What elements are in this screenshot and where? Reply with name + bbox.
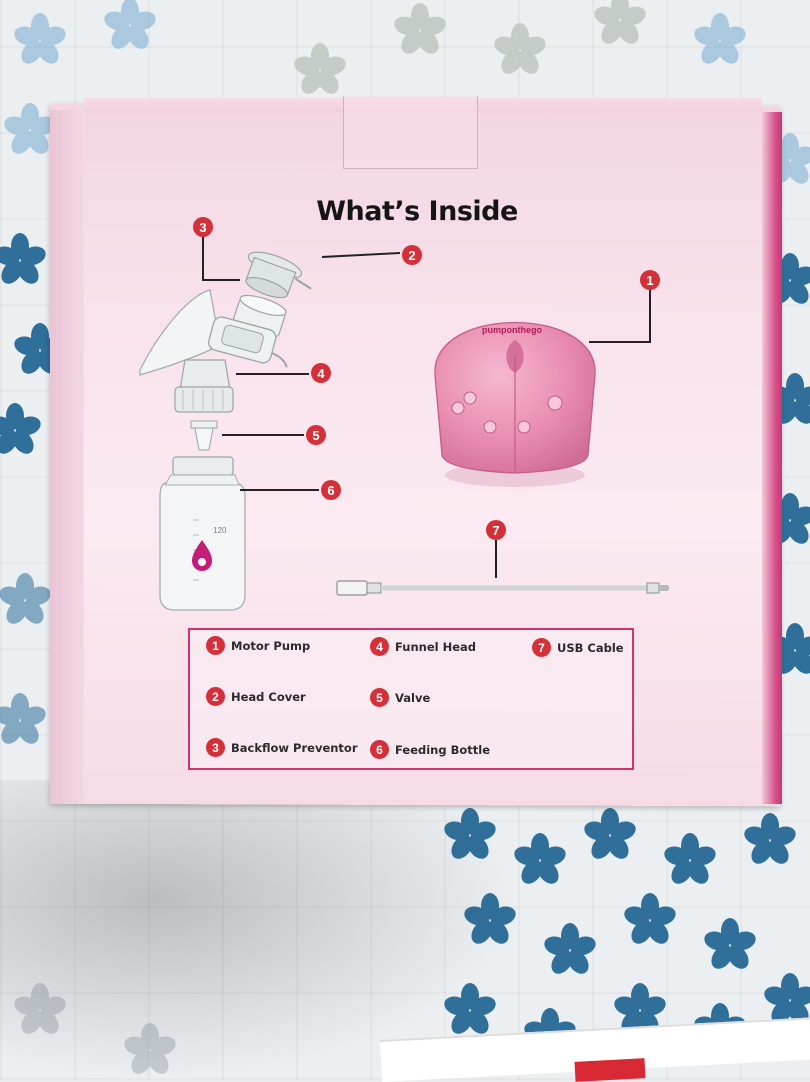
legend-item-valve: 5 Valve [370, 688, 430, 707]
legend-label: USB Cable [557, 640, 624, 655]
callout-6: 6 [321, 480, 341, 500]
legend-number: 1 [206, 636, 225, 655]
legend-label: Funnel Head [395, 639, 477, 654]
callout-5: 5 [306, 425, 326, 445]
pump-assembly-illustration: 120 [139, 251, 312, 611]
motor-pump-illustration: pumponthego [434, 321, 596, 487]
leader-7 [495, 540, 497, 578]
pump-brand-label: pumponthego [482, 325, 542, 335]
leader-3 [202, 237, 204, 279]
box-title: What’s Inside [316, 196, 518, 227]
callout-7: 7 [486, 520, 506, 540]
callout-1: 1 [640, 270, 660, 290]
callout-4: 4 [311, 363, 331, 383]
legend-number: 5 [370, 688, 389, 707]
legend-item-usb-cable: 7 USB Cable [532, 638, 624, 657]
leader-5 [222, 434, 304, 436]
usb-cable-illustration [336, 580, 669, 596]
leader-6 [240, 489, 319, 491]
legend-number: 3 [206, 738, 225, 757]
legend-number: 2 [206, 687, 225, 706]
leader-3b [202, 279, 240, 281]
legend-label: Backflow Preventor [231, 740, 358, 755]
legend-number: 4 [370, 637, 389, 656]
leader-4 [236, 373, 309, 375]
callout-3: 3 [193, 217, 213, 237]
legend-label: Feeding Bottle [395, 742, 490, 757]
legend-number: 6 [370, 740, 389, 759]
legend-label: Motor Pump [231, 638, 311, 653]
legend-item-head-cover: 2 Head Cover [206, 687, 306, 706]
legend-label: Valve [395, 690, 431, 705]
legend-number: 7 [532, 638, 551, 657]
legend-item-feeding-bottle: 6 Feeding Bottle [370, 740, 490, 759]
legend-item-backflow-preventor: 3 Backflow Preventor [206, 738, 358, 757]
box-right-edge [762, 112, 782, 804]
legend-label: Head Cover [231, 689, 306, 704]
box-lid-flap [343, 96, 478, 169]
box-left-edge [50, 110, 84, 804]
legend-item-funnel-head: 4 Funnel Head [370, 637, 476, 656]
contents-legend: 1 Motor Pump 2 Head Cover 3 Backflow Pre… [188, 628, 634, 770]
paper-red-strip [574, 1058, 646, 1082]
bottle-mark-120: 120 [213, 526, 227, 535]
shadow [0, 780, 520, 1080]
leader-1b [589, 341, 651, 343]
callout-2: 2 [402, 245, 422, 265]
legend-item-motor-pump: 1 Motor Pump [206, 636, 310, 655]
leader-1 [649, 290, 651, 342]
